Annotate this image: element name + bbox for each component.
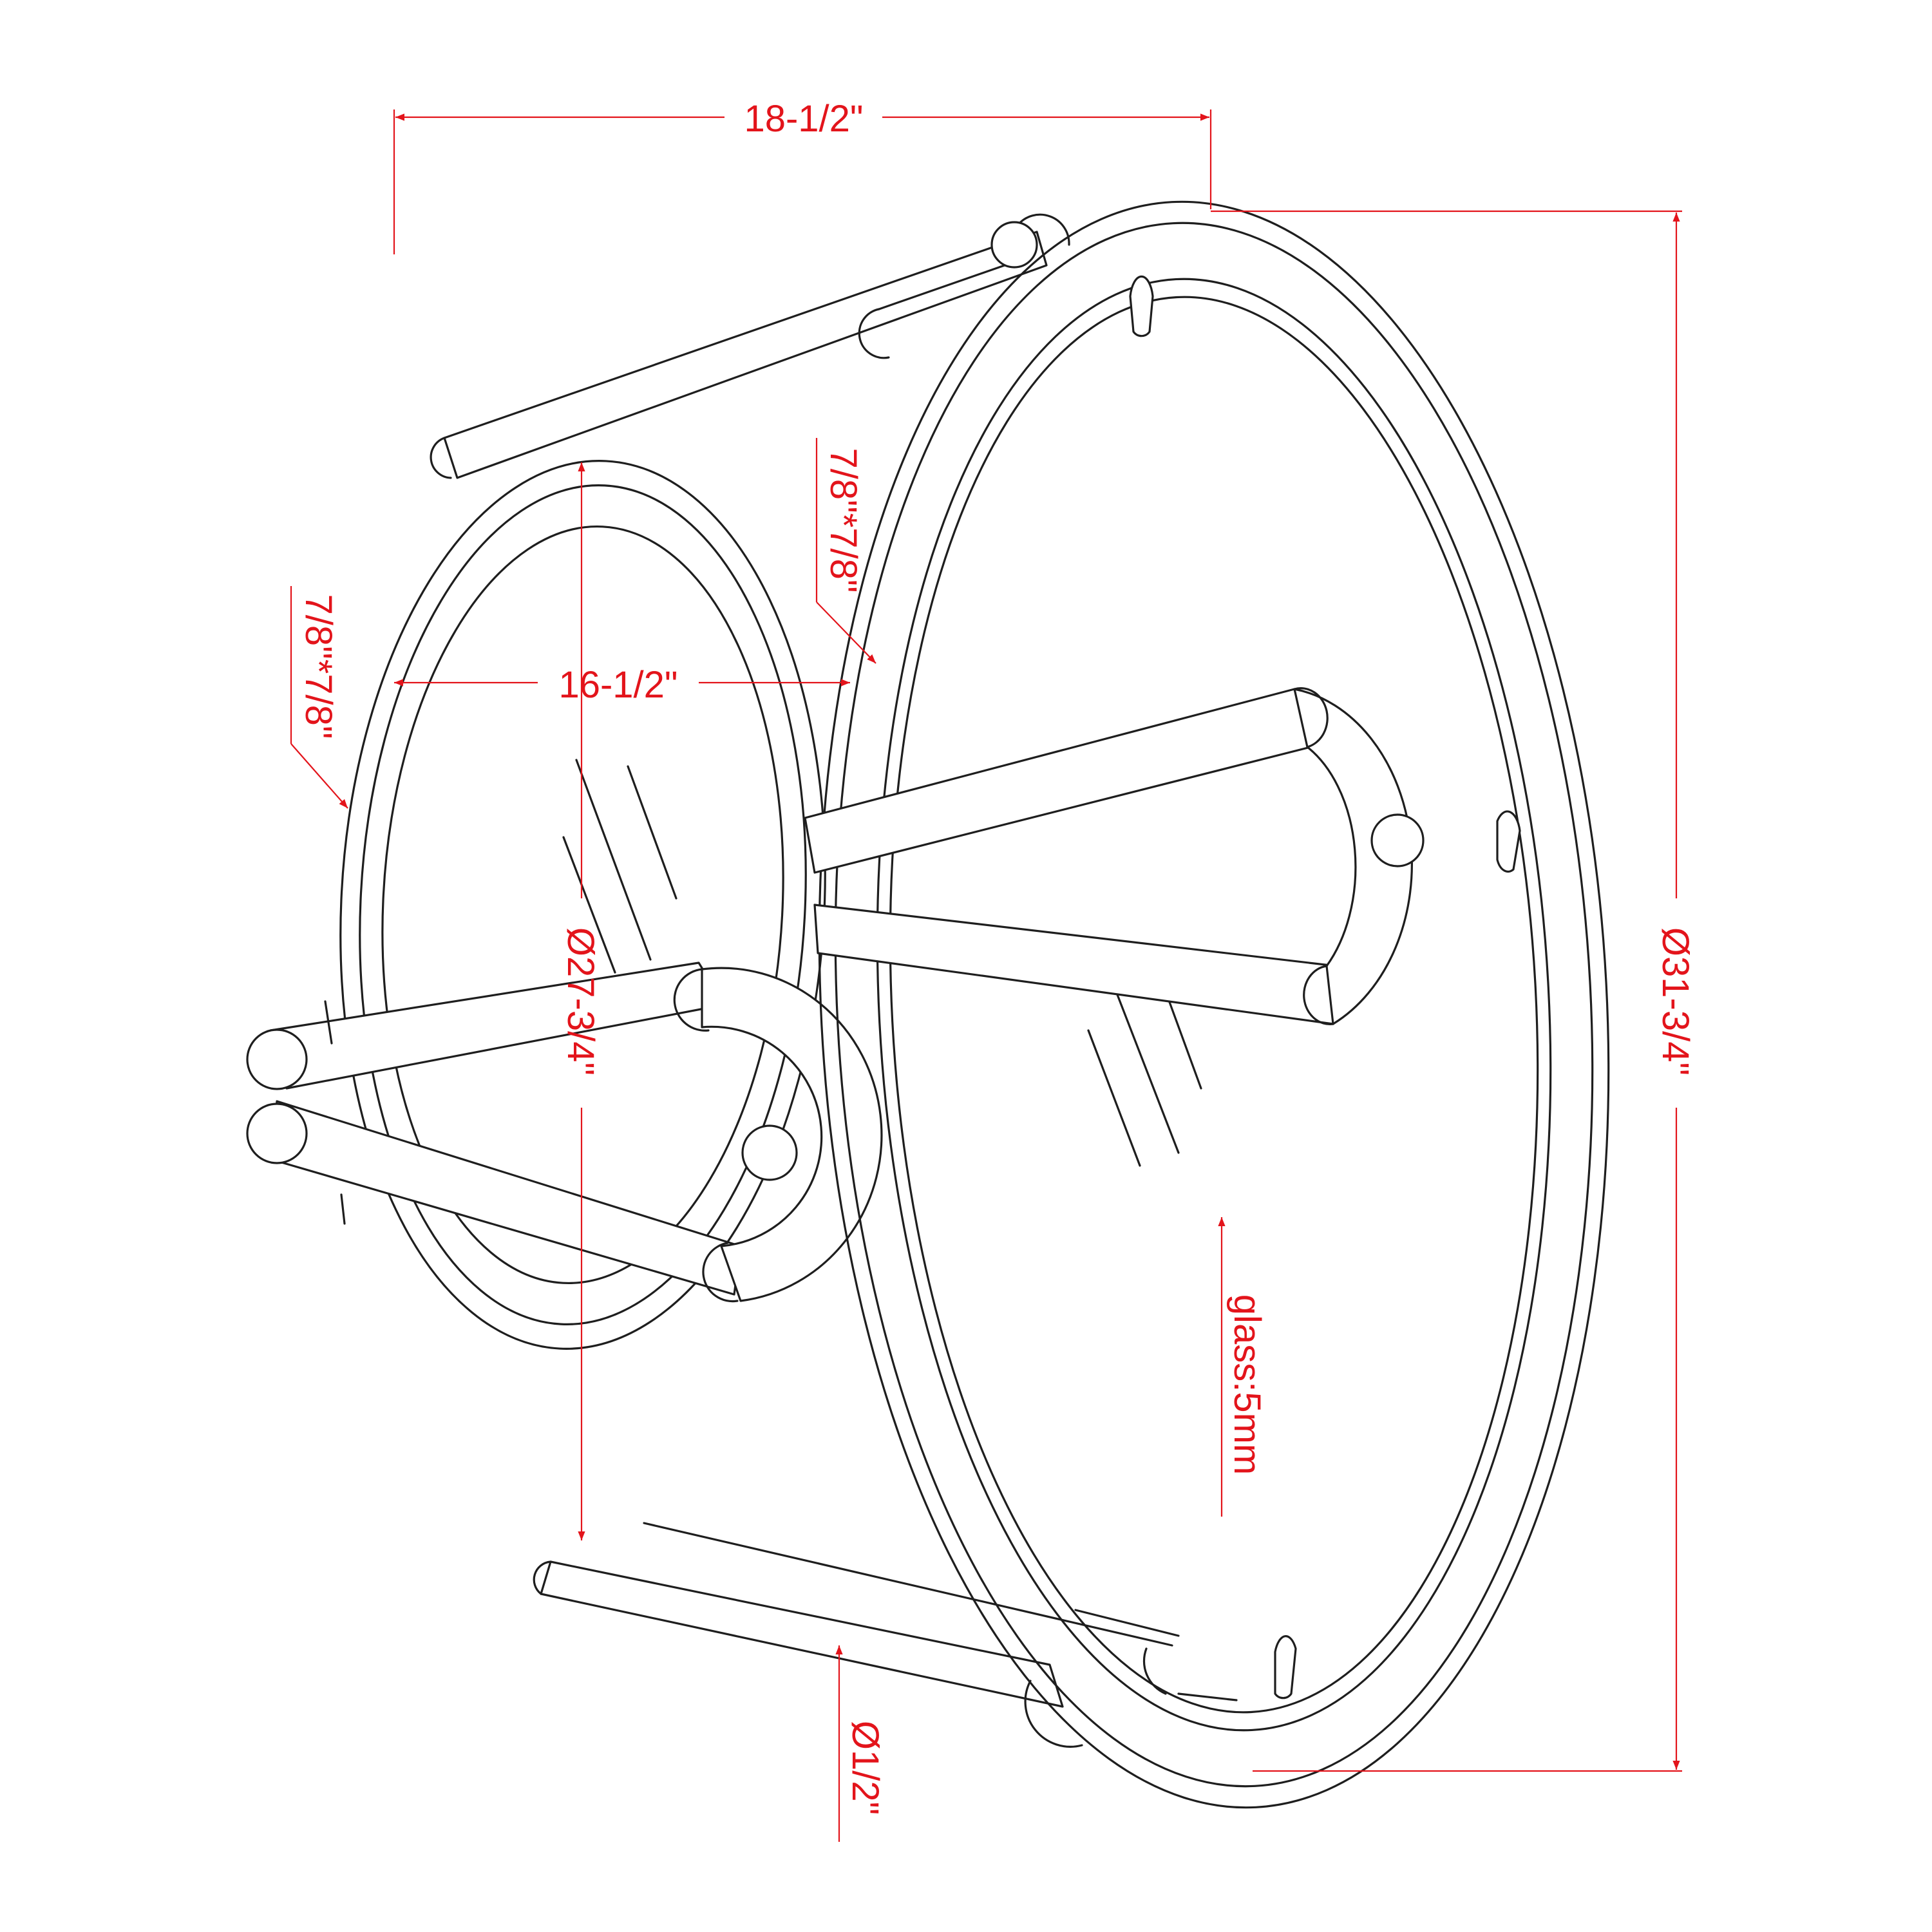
glass-reflection [1087, 1029, 1141, 1167]
tube-size-center-label: 7/8"*7/8" [822, 448, 864, 592]
top-ring-diameter-label: Ø31-3/4" [1654, 927, 1696, 1075]
inner-span-dimension: 16-1/2" [394, 664, 850, 706]
rear-top-leg [430, 213, 1070, 479]
top-width-label: 18-1/2" [744, 98, 863, 140]
bottom-ring-diameter-dimension: Ø27-3/4" [560, 462, 601, 1540]
rod-diameter-dimension: Ø1/2" [835, 1645, 886, 1842]
tube-size-left-label: 7/8"*7/8" [298, 594, 339, 739]
glass-thickness-label: glass:5mm [1226, 1294, 1268, 1475]
front-bottom-connector [1074, 1609, 1238, 1701]
dimension-annotations: 18-1/2" 16-1/2" Ø27-3/4" Ø31-3/4" 7/8"*7… [290, 98, 1696, 1842]
tube-size-center-dimension: 7/8"*7/8" [815, 438, 876, 664]
top-ring-diameter-dimension: Ø31-3/4" [1211, 210, 1696, 1772]
top-ring [818, 200, 1610, 1809]
tube-size-left-dimension: 7/8"*7/8" [290, 586, 348, 809]
inner-span-label: 16-1/2" [558, 664, 677, 706]
bottom-ring-diameter-label: Ø27-3/4" [560, 927, 601, 1075]
top-width-dimension: 18-1/2" [393, 98, 1212, 254]
table-drawing [246, 200, 1610, 1809]
left-u-leg [246, 961, 883, 1303]
glass-reflection [575, 759, 652, 961]
rear-bottom-leg [533, 1522, 1173, 1748]
center-u-leg [804, 687, 1425, 1025]
glass-thickness-dimension: glass:5mm [1218, 1217, 1268, 1517]
glass-reflection [627, 765, 677, 900]
rod-diameter-label: Ø1/2" [844, 1721, 886, 1815]
glass-reflection [562, 836, 616, 974]
